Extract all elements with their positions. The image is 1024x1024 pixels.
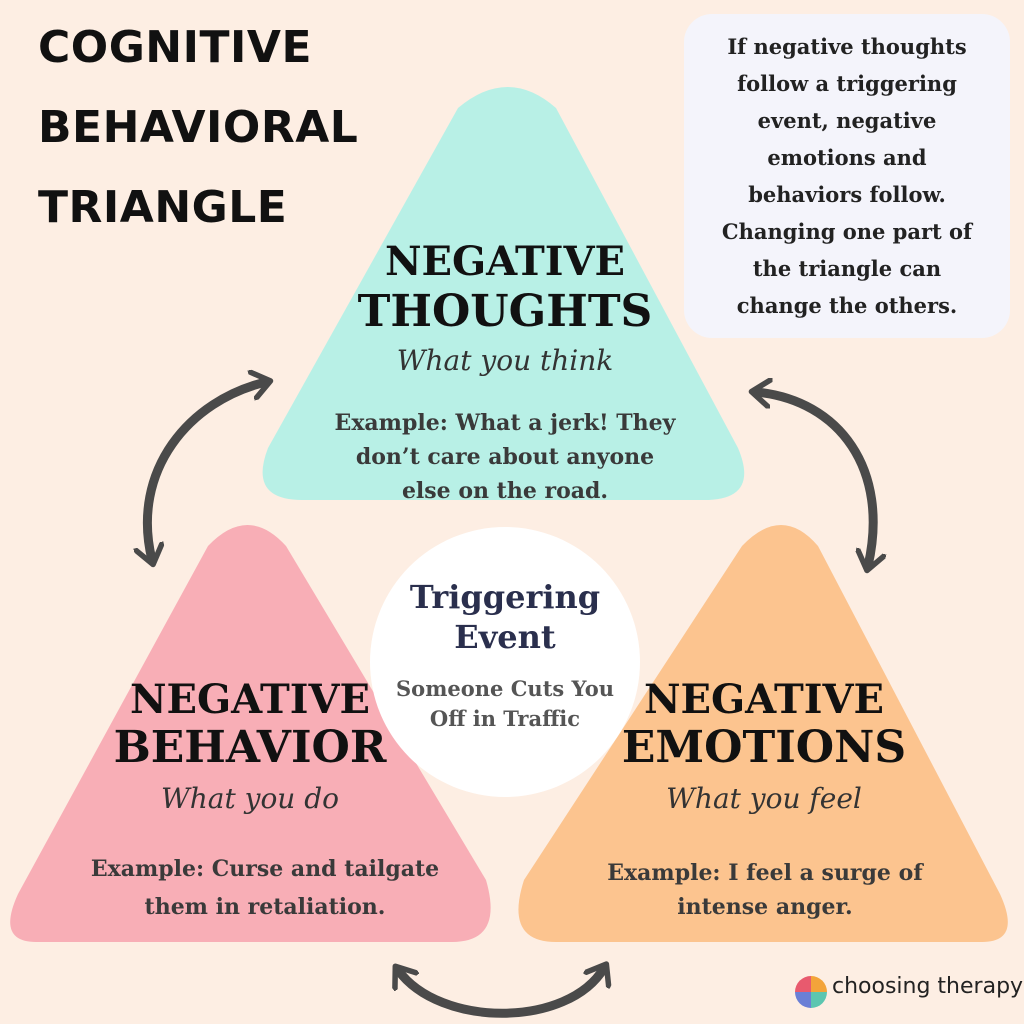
- thoughts-heading: THOUGHTS: [357, 286, 653, 337]
- thoughts-example: don’t care about anyone: [355, 444, 655, 470]
- emotions-subtitle: What you feel: [666, 782, 862, 815]
- behavior-example: Example: Curse and tailgate: [90, 856, 440, 882]
- thoughts-example: else on the road.: [401, 478, 609, 504]
- trigger-example: Someone Cuts You: [396, 676, 614, 701]
- behavior-heading: BEHAVIOR: [113, 722, 387, 773]
- emotions-example: intense anger.: [677, 894, 853, 920]
- emotions-heading: EMOTIONS: [621, 722, 907, 773]
- page-title-line: BEHAVIORAL: [38, 102, 359, 153]
- trigger-circle: [370, 527, 640, 797]
- behavior-heading: NEGATIVE: [129, 676, 371, 723]
- behavior-triangle: [10, 525, 491, 942]
- info-text: event, negative: [757, 108, 937, 133]
- info-text: Changing one part of: [721, 219, 973, 244]
- double-arrow-icon: [398, 968, 604, 1018]
- info-box: [684, 14, 1010, 338]
- info-text: the triangle can: [752, 256, 942, 281]
- behavior-subtitle: What you do: [160, 782, 340, 815]
- thoughts-subtitle: What you think: [396, 344, 614, 377]
- trigger-heading: Event: [454, 618, 556, 656]
- emotions-triangle: [518, 525, 1008, 942]
- thoughts-triangle: [262, 87, 745, 500]
- behavior-example: them in retaliation.: [144, 894, 386, 920]
- info-text: behaviors follow.: [748, 182, 946, 207]
- emotions-heading: NEGATIVE: [643, 676, 885, 723]
- emotions-example: Example: I feel a surge of: [607, 860, 923, 886]
- brand-logo-icon: [795, 976, 827, 1008]
- brand-name: choosing therapy: [832, 974, 1024, 999]
- info-text: follow a triggering: [737, 71, 957, 96]
- double-arrow-icon: [147, 382, 266, 560]
- page-title-line: COGNITIVE: [38, 22, 312, 73]
- info-text: If negative thoughts: [727, 34, 967, 59]
- info-text: change the others.: [736, 293, 958, 318]
- double-arrow-icon: [756, 392, 873, 566]
- info-text: emotions and: [767, 145, 927, 170]
- thoughts-heading: NEGATIVE: [384, 238, 626, 285]
- thoughts-example: Example: What a jerk! They: [334, 410, 676, 436]
- trigger-example: Off in Traffic: [429, 706, 581, 731]
- trigger-heading: Triggering: [409, 578, 601, 616]
- page-title-line: TRIANGLE: [38, 182, 288, 233]
